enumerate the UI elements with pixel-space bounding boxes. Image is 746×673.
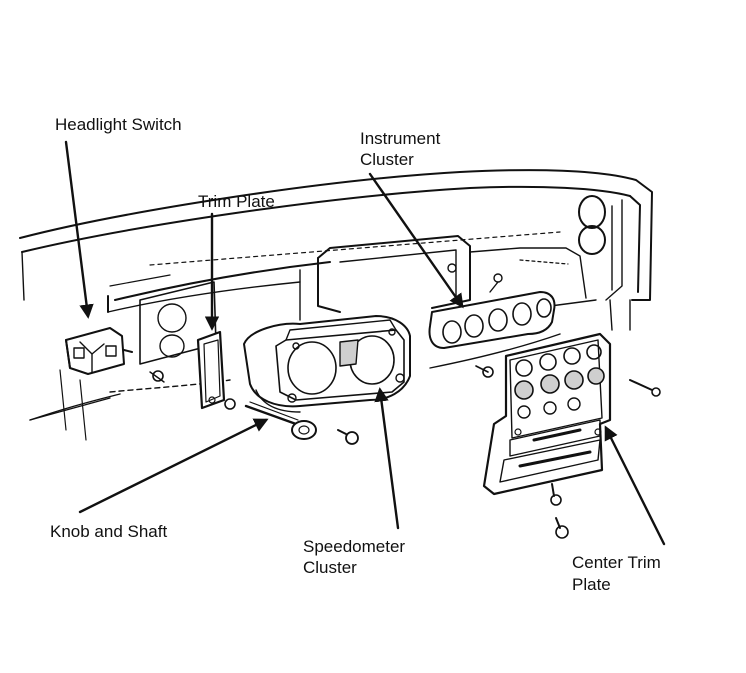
dashboard-shell	[19, 169, 653, 441]
trim-plate-part	[196, 330, 236, 410]
label-center-trim-plate-line2: Plate	[572, 575, 611, 594]
label-knob-and-shaft: Knob and Shaft	[50, 522, 168, 541]
label-trim-plate: Trim Plate	[198, 192, 275, 211]
arrow-headlight-switch	[64, 140, 94, 319]
arrow-center-trim-plate	[604, 425, 666, 546]
label-headlight-switch: Headlight Switch	[55, 115, 182, 134]
headlight-switch-part	[65, 327, 165, 383]
arrow-instrument-cluster	[368, 172, 464, 309]
instrument-cluster-part	[428, 263, 556, 378]
label-instrument-cluster-line1: Instrument	[360, 129, 441, 148]
speedometer-cluster-part	[243, 315, 411, 413]
center-trim-plate-part	[482, 332, 612, 496]
screws	[550, 379, 661, 539]
label-center-trim-plate-line1: Center Trim	[572, 553, 661, 572]
label-speedometer-cluster-line1: Speedometer	[303, 537, 406, 556]
knob-and-shaft-part	[244, 401, 359, 445]
label-instrument-cluster-line2: Cluster	[360, 150, 414, 169]
arrow-speedometer-cluster	[374, 387, 400, 530]
callout-arrows	[64, 140, 666, 546]
arrow-knob-and-shaft	[78, 418, 269, 514]
label-speedometer-cluster-line2: Cluster	[303, 558, 357, 577]
